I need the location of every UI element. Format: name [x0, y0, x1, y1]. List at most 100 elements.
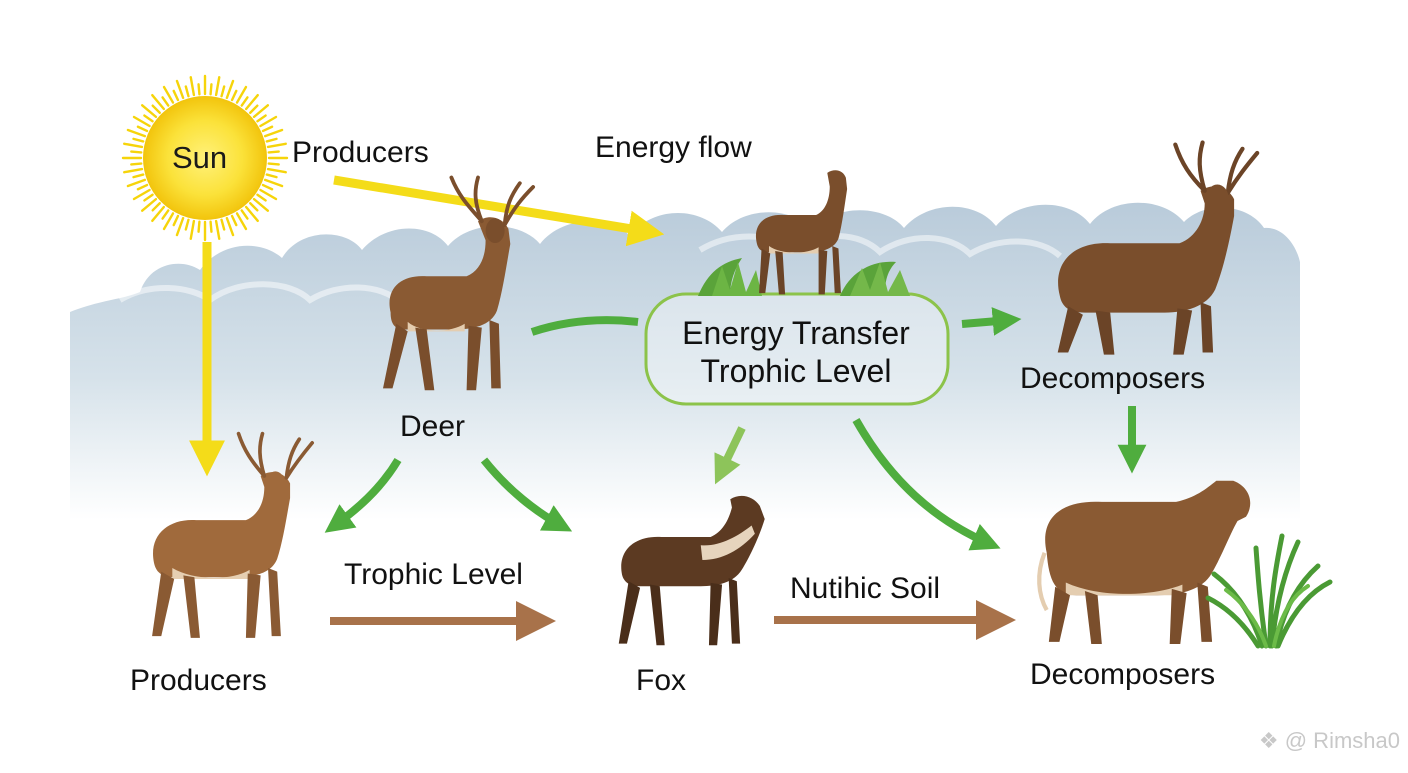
box-to-fox-arrow [714, 426, 746, 485]
deer-to-fox-arrow [480, 457, 573, 532]
sun-ray [151, 202, 161, 212]
sun-ray [136, 125, 149, 133]
sun-ray [162, 85, 175, 104]
sun-ray [240, 96, 249, 107]
sun-ray [132, 115, 151, 128]
sun-ray [184, 85, 190, 98]
deer-icon [1037, 480, 1251, 644]
sun-ray [265, 137, 278, 143]
sun-ray [162, 212, 175, 231]
sun-ray [230, 89, 238, 102]
sun-ray [130, 162, 143, 166]
sun-ray [259, 115, 278, 128]
sun-ray [214, 76, 221, 97]
trophic-level-bottom-label: Trophic Level [344, 558, 523, 591]
energy-flow-label: Energy flow [595, 131, 752, 164]
deer-to-box-arrow [530, 316, 639, 336]
sun-ray [267, 162, 280, 166]
sun-ray [209, 220, 213, 233]
sun-ray [252, 104, 270, 119]
deer-to-producers-arrow [324, 457, 402, 533]
sun-ray [249, 202, 259, 212]
sun-ray [143, 193, 154, 202]
sun-ray [126, 178, 147, 188]
sun-ray [214, 219, 221, 240]
sun-ray [225, 216, 235, 237]
grass-icon [698, 258, 910, 296]
deer-label: Deer [400, 410, 466, 443]
sun-ray [259, 188, 278, 201]
sun-label: Sun [172, 140, 228, 175]
sun-ray [265, 173, 278, 179]
sun-ray [130, 150, 143, 154]
energy-transfer-box [644, 292, 950, 406]
box-to-bottom-decomposers-arrow [852, 418, 1001, 551]
decomposers-top-label: Decomposers [1020, 362, 1206, 395]
sun-ray [230, 214, 238, 227]
sun-ray [136, 183, 149, 191]
sun-ray [161, 209, 170, 220]
sun-ray [220, 85, 226, 98]
producers-to-energy-arrow [333, 175, 665, 247]
sun-ray [143, 114, 154, 123]
sun-ray [172, 89, 180, 102]
nutihic-soil-label: Nutihic Soil [790, 572, 941, 605]
decomposers-bottom-label: Decomposers [1030, 658, 1216, 691]
watermark-icon: ❖ [1258, 728, 1279, 753]
sun-ray [175, 216, 185, 237]
sun-ray [266, 142, 287, 149]
sun-ray [197, 83, 201, 96]
sun-ray [126, 128, 147, 138]
sun-ray [172, 214, 180, 227]
energy-transfer-line: Energy Transfer [682, 315, 910, 351]
watermark: ❖ @ Rimsha0 [1259, 728, 1400, 754]
fox-label: Fox [636, 664, 687, 697]
producers-bottom-label: Producers [130, 664, 267, 697]
sun-ray [244, 205, 259, 223]
sun-ray [261, 183, 274, 191]
sun-ray [123, 167, 144, 174]
sun-ray [132, 137, 145, 143]
sun-ray [175, 79, 185, 100]
sun-ray [263, 128, 284, 138]
sun-icon [121, 74, 289, 242]
trophic-level-line: Trophic Level [700, 353, 892, 389]
deer-icon [1057, 140, 1260, 355]
sun-ray [140, 197, 158, 212]
producers-top-label: Producers [292, 136, 429, 169]
sun-ray [235, 212, 248, 231]
sun-ray [197, 220, 201, 233]
sun-ray [189, 76, 196, 97]
sun-ray [161, 96, 170, 107]
sun-ray [235, 85, 248, 104]
sun-ray [263, 178, 284, 188]
sun-ray [220, 218, 226, 231]
energy-transfer-label: Energy Transfer Trophic Level [646, 314, 946, 390]
fox-icon [618, 495, 765, 646]
sun-ray [132, 173, 145, 179]
sun-ray [244, 93, 259, 111]
sun-ray [151, 205, 166, 223]
sun-ray [140, 104, 158, 119]
sun-ray [240, 209, 249, 220]
sun-ray [256, 114, 267, 123]
sun-ray [189, 219, 196, 240]
sun-ray [151, 93, 166, 111]
sun-ray [151, 104, 161, 114]
sun-ray [209, 83, 213, 96]
watermark-text: @ Rimsha0 [1284, 728, 1400, 753]
sun-ray [261, 125, 274, 133]
sun-ray [225, 79, 235, 100]
sun-ray [123, 142, 144, 149]
box-to-decomposers-arrow [961, 307, 1022, 336]
grass-icon [1205, 533, 1333, 649]
sun-ray [249, 104, 259, 114]
deer-icon [755, 170, 848, 295]
sun-ray [266, 167, 287, 174]
sun-ray [184, 218, 190, 231]
sun-ray [252, 197, 270, 212]
deer-icon [152, 431, 315, 638]
sun-ray [256, 193, 267, 202]
sun-ray [132, 188, 151, 201]
